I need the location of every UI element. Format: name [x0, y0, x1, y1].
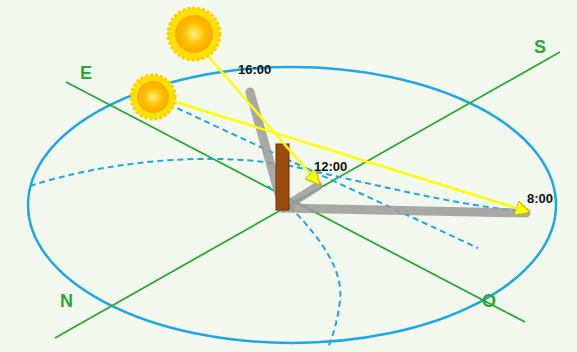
shadow-8 [283, 208, 526, 213]
time-label: 8:00 [527, 192, 553, 205]
shadow-guide-dashed [168, 104, 478, 248]
sun [168, 8, 220, 60]
direction-letter: N [60, 292, 73, 310]
pole [276, 144, 289, 210]
direction-letter: S [534, 38, 546, 56]
time-label: 16:00 [238, 63, 271, 76]
north-south-axis [55, 52, 560, 338]
horizon-ellipse [28, 67, 556, 343]
direction-letter: O [482, 292, 496, 310]
time-label: 12:00 [314, 160, 347, 173]
sun-ray-arrow [208, 56, 319, 184]
direction-letter: E [80, 64, 92, 82]
sun-ray-arrow [172, 101, 529, 212]
sun [131, 75, 175, 119]
